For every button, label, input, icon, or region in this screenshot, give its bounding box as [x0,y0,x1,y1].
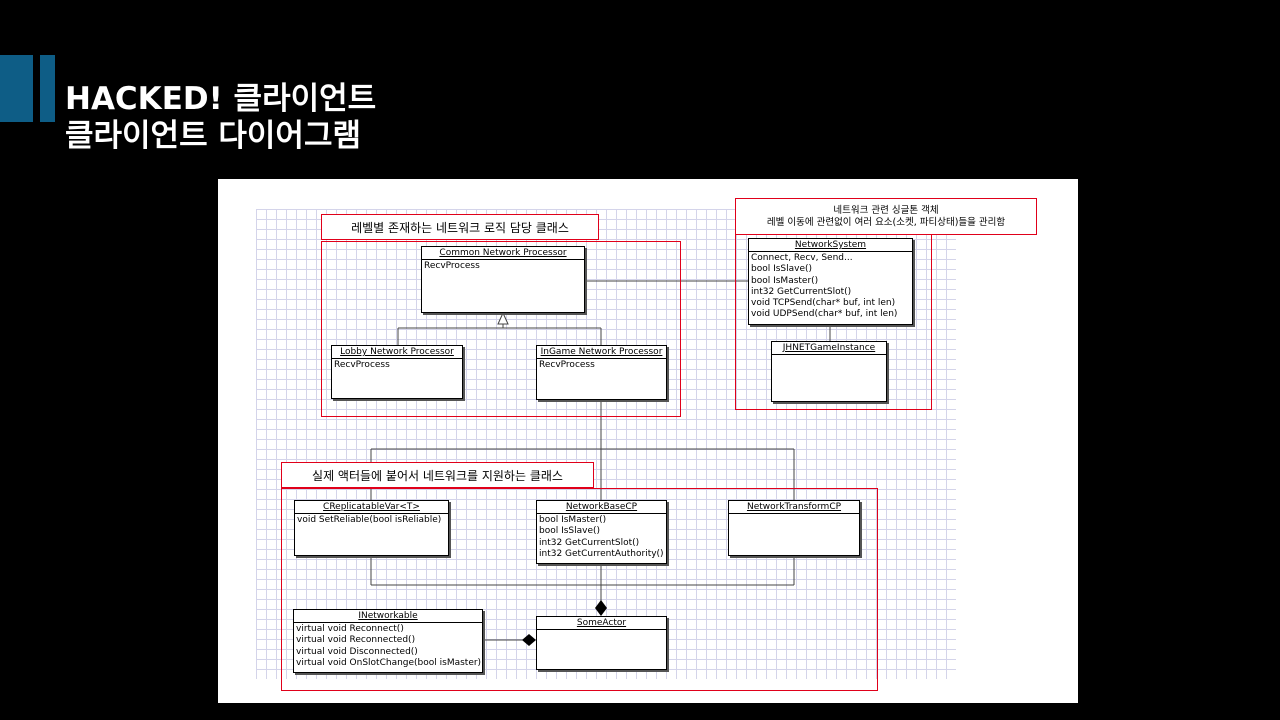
class-member: bool IsSlave() [751,264,813,275]
class-name: CReplicatableVar<T> [295,501,448,514]
class-member: void SetReliable(bool isReliable) [297,515,442,525]
class-name: SomeActor [537,617,666,630]
group-label-actor-support: 실제 액터들에 붙어서 네트워크를 지원하는 클래스 [281,462,594,488]
class-name: NetworkBaseCP [537,501,666,514]
group-label-network-logic: 레벨별 존재하는 네트워크 로직 담당 클래스 [321,214,599,240]
class-network-transform-cp: NetworkTransformCP [728,500,860,556]
class-member: virtual void Disconnected() [296,646,418,657]
class-member: virtual void Reconnected() [296,635,416,646]
class-name: JHNETGameInstance [772,342,886,355]
group-label-line: 네트워크 관련 싱글톤 객체 [833,204,939,216]
class-member: bool IsSlave() [539,526,601,537]
composition-diamond [522,634,536,646]
class-network-base-cp: NetworkBaseCP bool IsMaster() bool IsSla… [536,500,667,564]
title-accent-bar-left [0,55,33,122]
class-network-system: NetworkSystem Connect, Recv, Send... boo… [748,238,913,325]
class-member: bool IsMaster() [539,515,607,525]
group-label-network-singleton: 네트워크 관련 싱글톤 객체 레벨 이동에 관련없이 여러 요소(소켓, 파티상… [735,198,1037,235]
title-accent-bar-right [40,55,55,122]
diagram-connectors [370,280,831,646]
class-name: Lobby Network Processor [332,346,462,359]
composition-diamond [595,600,607,616]
class-name: NetworkTransformCP [729,501,859,514]
class-member: virtual void OnSlotChange(bool isMaster) [296,657,482,668]
inheritance-arrowhead [497,311,509,325]
class-creplicatable-var: CReplicatableVar<T> void SetReliable(boo… [294,500,449,556]
class-member: virtual void Reconnect() [296,624,404,634]
class-member: int32 GetCurrentSlot() [539,537,640,548]
class-member: int32 GetCurrentAuthority() [539,548,664,559]
class-member: void UDPSend(char* buf, int len) [751,309,898,320]
class-ingame-network-processor: InGame Network Processor RecvProcess [536,345,667,400]
class-jhnet-game-instance: JHNETGameInstance [771,341,887,402]
slide-subtitle: 클라이언트 다이어그램 [65,118,361,154]
group-network-logic [321,241,681,417]
class-member: bool IsMaster() [751,275,819,286]
class-name: INetworkable [294,610,482,623]
group-label-line: 레벨 이동에 관련없이 여러 요소(소켓, 파티상태)들을 관리함 [766,216,1006,228]
class-member: RecvProcess [334,360,390,370]
class-name: Common Network Processor [422,247,584,260]
class-member: RecvProcess [424,261,480,271]
class-member: RecvProcess [539,360,595,370]
group-actor-support [281,488,878,691]
class-common-network-processor: Common Network Processor RecvProcess [421,246,585,313]
class-member: int32 GetCurrentSlot() [751,286,852,297]
class-member: void TCPSend(char* buf, int len) [751,298,896,309]
slide-title: HACKED! 클라이언트 [65,81,377,117]
uml-diagram-canvas: 레벨별 존재하는 네트워크 로직 담당 클래스 네트워크 관련 싱글톤 객체 레… [218,179,1078,703]
class-some-actor: SomeActor [536,616,667,670]
class-inetworkable: INetworkable virtual void Reconnect() vi… [293,609,483,673]
class-lobby-network-processor: Lobby Network Processor RecvProcess [331,345,463,399]
class-member: Connect, Recv, Send... [751,253,853,263]
class-name: InGame Network Processor [537,346,666,359]
class-name: NetworkSystem [749,239,912,252]
